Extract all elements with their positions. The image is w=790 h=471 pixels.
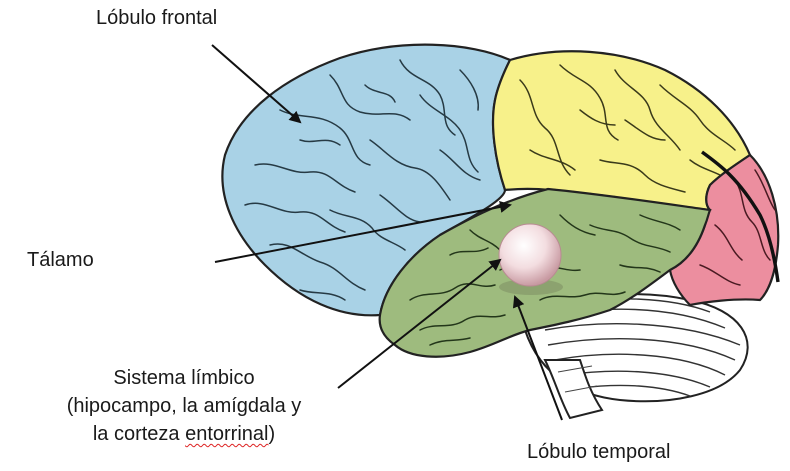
thalamus-sphere-icon xyxy=(499,224,563,295)
label-limbic-line2: (hipocampo, la amígdala y xyxy=(60,394,308,418)
label-frontal-lobe: Lóbulo frontal xyxy=(96,6,217,30)
label-thalamus: Tálamo xyxy=(27,248,94,272)
label-temporal-lobe: Lóbulo temporal xyxy=(527,440,670,464)
label-limbic-line3: la corteza entorrinal) xyxy=(60,422,308,446)
label-limbic-system: Sistema límbico (hipocampo, la amígdala … xyxy=(60,366,308,446)
label-limbic-line3-suffix: ) xyxy=(268,423,275,445)
label-limbic-line3-underlined: entorrinal xyxy=(185,423,268,445)
label-limbic-line1: Sistema límbico xyxy=(60,366,308,390)
label-limbic-line3-prefix: la corteza xyxy=(93,423,185,445)
